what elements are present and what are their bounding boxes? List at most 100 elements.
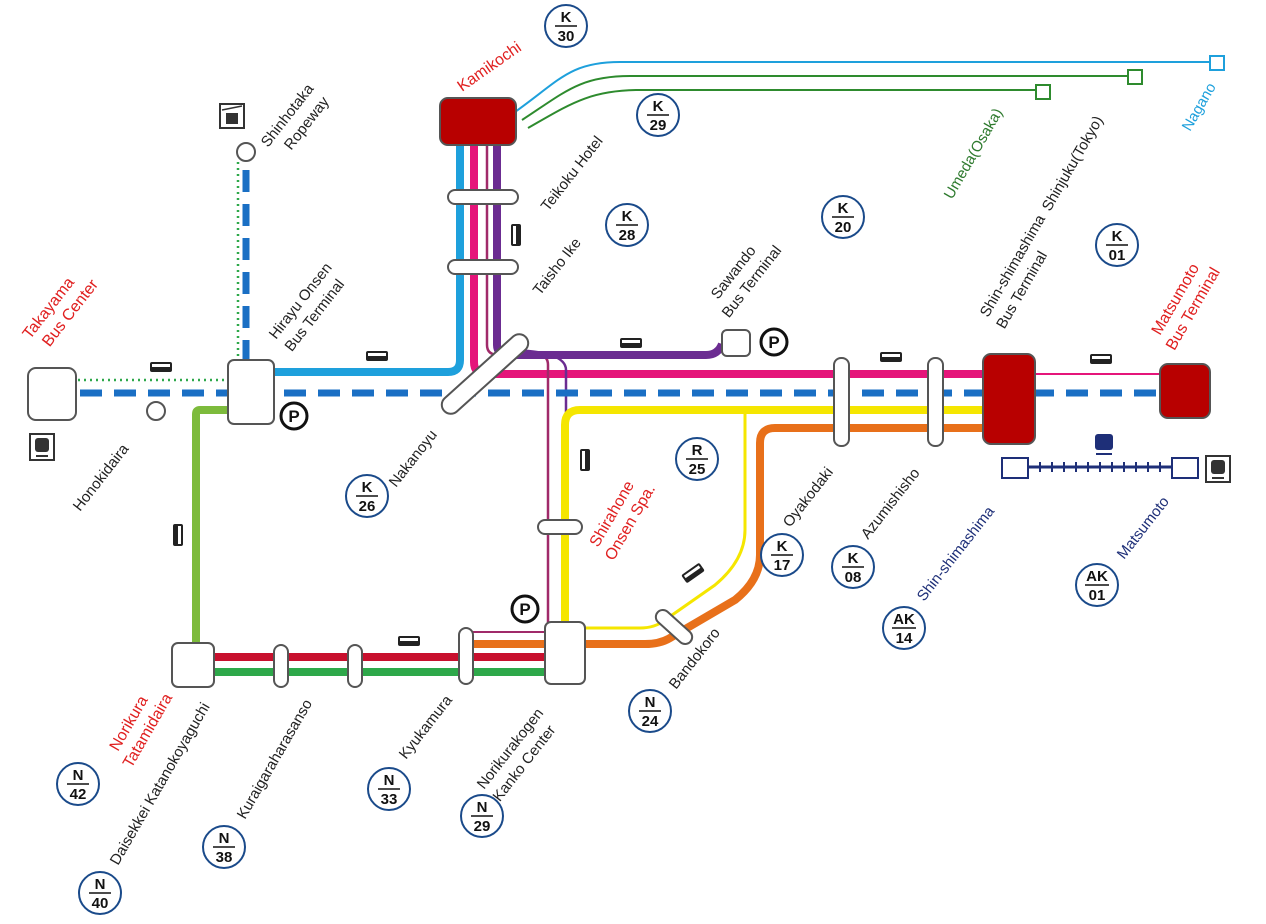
svg-text:01: 01	[1109, 247, 1126, 264]
code-badge-bandokoro: N 24	[628, 689, 672, 733]
code-badges: K 30 K 29 K 28 K 20 K 01 K 26	[56, 4, 1139, 915]
label-nakanoyu: Nakanoyu	[386, 427, 441, 491]
nakanoyu-stop[interactable]	[438, 331, 532, 418]
bus-icon	[681, 563, 705, 583]
svg-text:K: K	[848, 550, 859, 567]
svg-text:N: N	[384, 772, 395, 789]
oyakodaki-stop[interactable]	[833, 357, 850, 447]
honokidaira-stop[interactable]	[146, 401, 166, 421]
svg-text:26: 26	[359, 498, 376, 515]
ropeway-icon	[219, 103, 245, 129]
label-matsumoto-bt: Matsumoto Bus Terminal	[1149, 261, 1224, 353]
bus-icon	[366, 351, 388, 361]
code-badge-teikoku: K 29	[636, 93, 680, 137]
label-kyukamura: Kyukamura	[396, 692, 457, 763]
rail-train-icon	[1095, 434, 1113, 455]
label-shinshimashima-rail: Shin-shimashima	[914, 503, 999, 605]
rail-ticks	[1039, 462, 1161, 472]
label-matsumoto-rail: Matsumoto	[1114, 494, 1173, 563]
code-badge-sawando: K 20	[821, 195, 865, 239]
station-nodes	[27, 55, 1225, 688]
svg-text:K: K	[622, 208, 633, 225]
bus-icon	[150, 362, 172, 372]
label-hirayu: Hirayu Onsen Bus Terminal	[266, 260, 348, 355]
code-badge-nakanoyu: K 26	[345, 474, 389, 518]
label-shinjuku: Shinjuku(Tokyo)	[1039, 113, 1107, 214]
teikoku-stop[interactable]	[447, 189, 519, 205]
code-badge-norikura-tatamidaira: N 42	[56, 762, 100, 806]
label-kuraigahara: Kuraigaraharasanso	[234, 697, 316, 822]
label-shinshimashima-bt: Shin-shimashima Bus Terminal	[977, 211, 1051, 331]
label-umeda: Umeda(Osaka)	[941, 105, 1007, 202]
code-badge-daisekkei: N 40	[78, 871, 122, 915]
svg-text:29: 29	[650, 117, 667, 134]
bus-icon	[1090, 354, 1112, 364]
svg-text:K: K	[561, 9, 572, 26]
label-shirahone: Shirahone Onsen Spa.	[587, 478, 659, 563]
svg-text:20: 20	[835, 219, 852, 236]
shirahone-stop[interactable]	[537, 519, 583, 535]
kyukamura-stop[interactable]	[458, 627, 474, 685]
svg-text:38: 38	[216, 849, 233, 866]
parking-label: P	[288, 407, 299, 426]
code-badge-norikurakogen: N 29	[460, 794, 504, 838]
bus-icon	[511, 224, 521, 246]
label-azumishisho: Azumishisho	[858, 465, 924, 542]
code-badge-shinshimashima-rail: AK 14	[882, 606, 926, 650]
svg-text:25: 25	[689, 461, 706, 478]
svg-text:29: 29	[474, 818, 491, 835]
kuraigahara-stop[interactable]	[347, 644, 363, 688]
norikura-tatamidaira-terminal[interactable]	[171, 642, 215, 688]
train-icon	[29, 433, 55, 461]
bus-icon	[398, 636, 420, 646]
norikurakogen-terminal[interactable]	[544, 621, 586, 685]
svg-text:28: 28	[619, 227, 636, 244]
code-badge-kamikochi: K 30	[544, 4, 588, 48]
bandokoro-stop[interactable]	[653, 607, 695, 647]
stop-labels: Kamikochi Teikoku Hotel Taisho Ike Sawan…	[20, 39, 1224, 868]
parking-label: P	[768, 333, 779, 352]
shinhotaka-stop[interactable]	[236, 142, 256, 162]
svg-text:K: K	[362, 479, 373, 496]
label-taisho: Taisho Ike	[530, 235, 585, 299]
bus-icon	[880, 352, 902, 362]
svg-text:AK: AK	[1086, 568, 1108, 585]
bus-icon	[173, 524, 183, 546]
line-yellow-thin	[585, 410, 747, 630]
svg-text:R: R	[692, 442, 703, 459]
highway-line-shinjuku	[521, 75, 1136, 121]
label-sawando: Sawando Bus Terminal	[708, 243, 785, 322]
highway-line-umeda	[527, 89, 1043, 129]
train-icon	[1205, 455, 1231, 483]
hirayu-terminal[interactable]	[227, 359, 275, 425]
code-badge-matsumoto-rail: AK 01	[1075, 563, 1119, 607]
highway-line-nagano	[514, 61, 1218, 113]
matsumoto-rail-station[interactable]	[1171, 457, 1199, 479]
line-yellow	[561, 406, 985, 625]
svg-text:K: K	[838, 200, 849, 217]
takayama-terminal[interactable]	[27, 367, 77, 421]
label-teikoku: Teikoku Hotel	[538, 133, 607, 214]
matsumoto-terminal[interactable]	[1159, 363, 1211, 419]
svg-text:33: 33	[381, 791, 398, 808]
taisho-stop[interactable]	[447, 259, 519, 275]
line-light-blue	[262, 145, 464, 376]
line-dotted-green	[78, 160, 240, 382]
sawando-terminal[interactable]	[721, 329, 751, 357]
kamikochi-terminal[interactable]	[439, 97, 517, 146]
svg-text:01: 01	[1089, 587, 1106, 604]
shinshimashima-terminal[interactable]	[982, 353, 1036, 445]
code-badge-kuraigahara: N 38	[202, 825, 246, 869]
code-badge-shirahone: R 25	[675, 437, 719, 481]
line-purple	[493, 145, 726, 359]
svg-text:14: 14	[896, 630, 913, 647]
svg-text:17: 17	[774, 557, 791, 574]
daisekkei-stop[interactable]	[273, 644, 289, 688]
azumishisho-stop[interactable]	[927, 357, 944, 447]
shinshimashima-rail-station[interactable]	[1001, 457, 1029, 479]
code-badge-kyukamura: N 33	[367, 767, 411, 811]
svg-text:08: 08	[845, 569, 862, 586]
svg-text:N: N	[73, 767, 84, 784]
svg-text:40: 40	[92, 895, 109, 912]
